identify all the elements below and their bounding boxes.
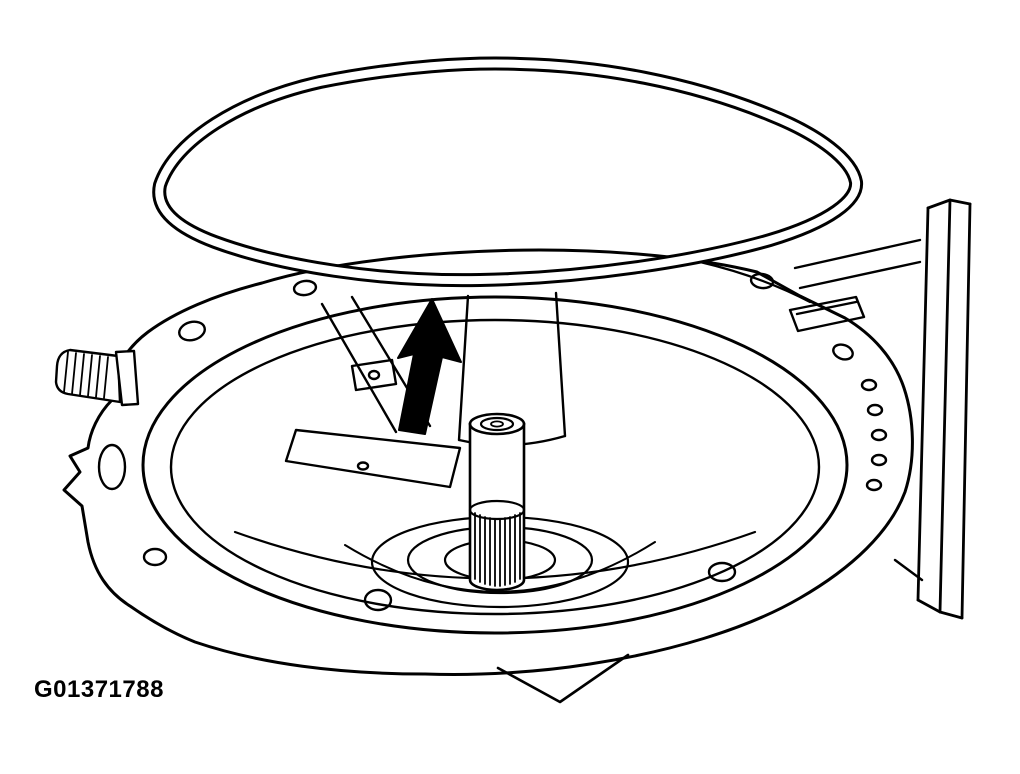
stud-threads — [63, 351, 109, 399]
up-arrow-icon — [397, 298, 462, 435]
left-oblong-slot — [97, 443, 127, 491]
case-outline — [62, 248, 914, 677]
right-side-panel — [793, 198, 972, 620]
transmission-case — [62, 248, 914, 704]
bottom-notch — [496, 653, 630, 704]
input-shaft — [344, 412, 656, 609]
threaded-stud — [54, 348, 140, 407]
figure-id-label: G01371788 — [34, 676, 164, 703]
gasket — [152, 56, 863, 288]
gasket-band-inner — [155, 59, 861, 285]
opening-outer-rim — [141, 295, 849, 635]
bolt-holes — [97, 272, 888, 612]
shaft-splines — [474, 512, 521, 587]
top-right-boss — [788, 295, 866, 333]
opening-inner-rim — [169, 318, 821, 616]
